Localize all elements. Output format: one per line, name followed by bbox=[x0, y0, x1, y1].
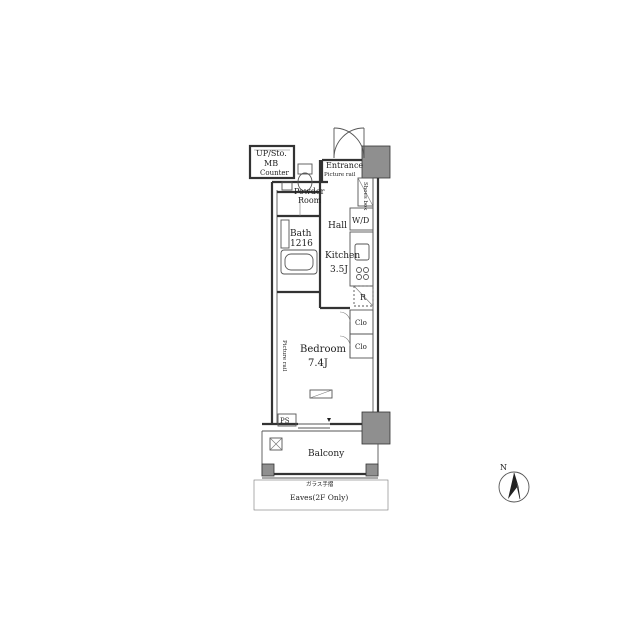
entrance-label: Entrance bbox=[326, 161, 363, 170]
aircon-unit bbox=[309, 389, 333, 399]
pipe-space bbox=[277, 413, 297, 427]
eaves-outline bbox=[253, 479, 389, 511]
bedroom-size-label: 7.4J bbox=[308, 358, 328, 369]
bedroom-picture-rail-label: Picture rail bbox=[281, 340, 287, 372]
bathroom bbox=[277, 216, 322, 308]
entrance-picture-rail-label: Picture rail bbox=[324, 172, 356, 178]
counter-label: Counter bbox=[260, 169, 290, 177]
ps-label: PS bbox=[280, 417, 290, 425]
column-bottom-right bbox=[361, 411, 391, 445]
compass bbox=[498, 471, 530, 503]
kitchen-label: Kitchen bbox=[325, 251, 360, 261]
balcony-area bbox=[261, 431, 379, 479]
shoes-box bbox=[357, 177, 374, 207]
powder-room-label-2: Room bbox=[298, 196, 322, 205]
bedroom-label: Bedroom bbox=[300, 344, 346, 355]
shoes-box-label: Shoes box bbox=[362, 182, 368, 211]
refrigerator-space bbox=[353, 285, 374, 307]
bath-size-label: 1216 bbox=[290, 239, 313, 249]
compass-n-label: N bbox=[500, 463, 507, 472]
kitchen-size-label: 3.5J bbox=[330, 265, 348, 275]
glass-rail-label: ガラス手摺 bbox=[306, 480, 334, 488]
up-sto-label: UP/Sto. bbox=[256, 149, 287, 158]
clo-upper-label: Clo bbox=[355, 319, 367, 327]
hall-label: Hall bbox=[328, 221, 347, 231]
wd-label: W/D bbox=[352, 216, 369, 225]
balcony-label: Balcony bbox=[308, 449, 345, 459]
mb-label: MB bbox=[264, 159, 278, 168]
kitchen-counter bbox=[349, 231, 374, 287]
column-top-right bbox=[361, 145, 391, 179]
washer-dryer-space bbox=[349, 207, 374, 231]
entrance-door bbox=[333, 127, 365, 159]
window-marker bbox=[327, 418, 331, 422]
powder-room-label-1: Powder bbox=[294, 187, 325, 196]
powder-room bbox=[277, 160, 322, 218]
up-storage-box bbox=[248, 144, 296, 180]
eaves-label: Eaves(2F Only) bbox=[290, 493, 348, 502]
refrigerator-label: R bbox=[360, 293, 367, 302]
balcony-sash bbox=[298, 423, 330, 429]
closets bbox=[339, 309, 374, 359]
clo-lower-label: Clo bbox=[355, 343, 367, 351]
bath-label: Bath bbox=[290, 229, 312, 239]
